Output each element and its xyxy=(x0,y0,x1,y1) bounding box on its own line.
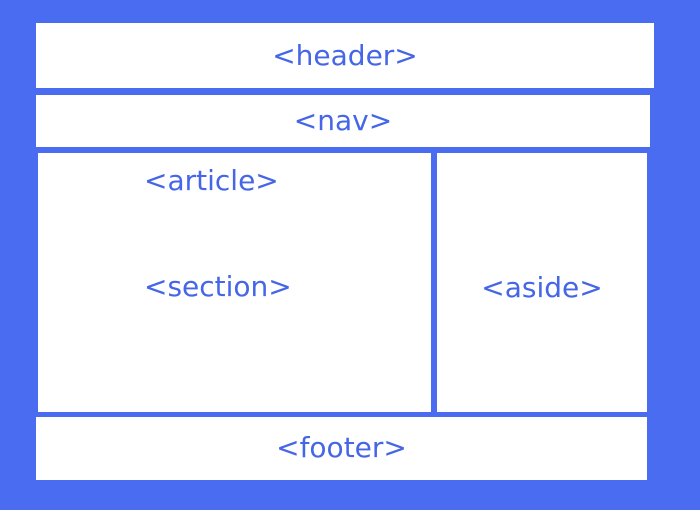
aside-block: <aside> xyxy=(437,153,647,412)
article-label: <article> xyxy=(144,164,279,197)
nav-label: <nav> xyxy=(293,104,393,137)
section-label: <section> xyxy=(144,270,292,303)
article-block: <article> <section> xyxy=(38,153,431,412)
aside-label: <aside> xyxy=(481,271,603,304)
footer-block: <footer> xyxy=(36,417,647,480)
header-label: <header> xyxy=(272,38,418,72)
nav-block: <nav> xyxy=(36,95,650,147)
footer-label: <footer> xyxy=(276,431,407,464)
header-block: <header> xyxy=(36,23,654,88)
